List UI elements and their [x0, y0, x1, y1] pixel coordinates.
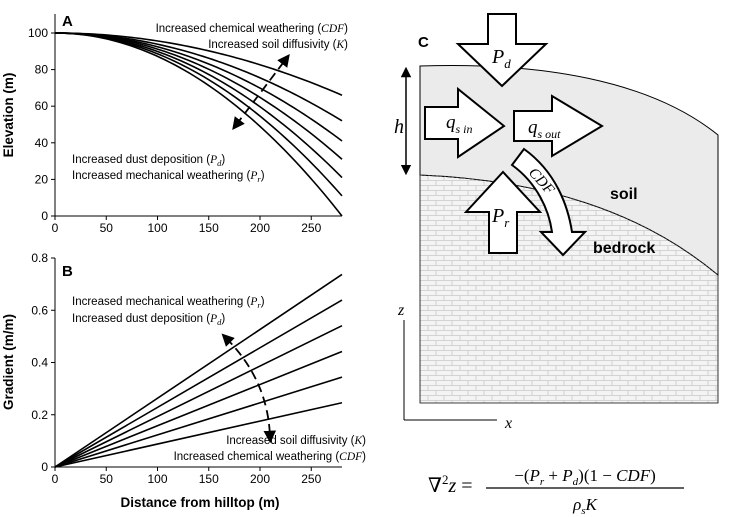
- panel-b-ytick-label: 0.6: [31, 303, 48, 317]
- panel-b-gradient-line: [54, 324, 343, 468]
- mechanical-weathering-symbol: Pr: [491, 205, 510, 230]
- panel-a-ytick-label: 100: [28, 26, 48, 40]
- panel-a-xtick-label: 250: [301, 221, 321, 235]
- panel-b-gradient-line: [54, 376, 343, 468]
- panel-b-xtick-label: 50: [100, 472, 114, 486]
- panel-a-annot-chem: Increased chemical weathering (CDF): [156, 23, 349, 35]
- panel-a-label: A: [62, 13, 73, 30]
- panel-a-curves: [54, 32, 343, 217]
- panel-b-lines: [54, 273, 343, 468]
- panel-b-xtick-label: 200: [250, 472, 270, 486]
- panel-b-gradient-line: [54, 401, 343, 468]
- panel-a: 0 50 100 150 200 250 0 20 40 60 80 100 A Elevation …: [1, 13, 348, 235]
- panel-b-ytick-label: 0.8: [31, 251, 48, 265]
- panel-b-annot-chem: Increased chemical weathering (CDF): [174, 451, 367, 463]
- panel-b-xtick-label: 150: [199, 472, 219, 486]
- panel-b-xtick-label: 250: [301, 472, 321, 486]
- panel-a-annot-mech: Increased mechanical weathering (Pr): [72, 170, 265, 184]
- panel-b-ytick-label: 0: [41, 460, 48, 474]
- sediment-flux-in-symbol: qs in: [446, 112, 473, 136]
- panel-a-ytick-label: 0: [41, 209, 48, 223]
- panel-c-z-label: z: [397, 302, 405, 319]
- panel-c-label: C: [418, 34, 429, 51]
- panel-b-gradient-line: [54, 350, 343, 468]
- sediment-flux-out-symbol: qs out: [528, 117, 561, 141]
- panel-a-ytick-label: 60: [35, 99, 49, 113]
- panel-b-ytick-label: 0.4: [31, 356, 48, 370]
- soil-thickness-symbol: h: [394, 116, 404, 138]
- equation-lhs: ∇2z =: [428, 472, 473, 497]
- dust-deposition-arrow: [455, 13, 549, 88]
- panel-a-ytick-label: 40: [35, 136, 49, 150]
- panel-a-ticks: 0 50 100 150 200 250 0 20 40 60 80 100: [28, 26, 322, 235]
- panel-b-annot-mech: Increased mechanical weathering (Pr): [72, 296, 265, 310]
- panel-b-xtick-label: 0: [52, 472, 59, 486]
- panel-a-ytick-label: 80: [35, 63, 49, 77]
- panel-a-xtick-label: 200: [250, 221, 270, 235]
- panel-b-xtick-label: 100: [147, 472, 167, 486]
- panel-a-ytick-label: 20: [35, 172, 49, 186]
- panel-b: 0 50 100 150 200 250 0 0.2 0.4 0.6 0.8 B Gradient …: [1, 251, 366, 510]
- panel-c: C h Pd qs in qs out Pr CDF soil bedrock …: [394, 13, 719, 432]
- panel-a-profile-line: [54, 32, 343, 217]
- panel-a-xtick-label: 100: [147, 221, 167, 235]
- panel-a-annot-dust: Increased dust deposition (Pd): [72, 154, 225, 168]
- equation-numerator: −(Pr + Pd)(1 − CDF): [514, 466, 656, 488]
- sediment-flux-out-arrow: [513, 94, 604, 158]
- panel-a-ylabel: Elevation (m): [1, 73, 16, 158]
- panel-a-xtick-label: 150: [199, 221, 219, 235]
- panel-b-gradient-line: [54, 273, 343, 468]
- panel-b-ylabel: Gradient (m/m): [1, 314, 16, 410]
- panel-b-trend-arrow: [221, 333, 277, 444]
- equation-denominator: ρsK: [572, 495, 598, 517]
- panel-b-annot-dust: Increased dust deposition (Pd): [72, 313, 225, 327]
- dust-deposition-symbol: Pd: [491, 46, 511, 71]
- panel-b-ytick-label: 0.2: [31, 408, 48, 422]
- panel-b-gradient-line: [54, 299, 343, 468]
- panel-c-x-label: x: [504, 415, 512, 432]
- panel-a-trend-arrow: [232, 53, 290, 131]
- chemical-weathering-arrow: [510, 147, 588, 257]
- sediment-flux-in-arrow: [424, 86, 506, 159]
- mechanical-weathering-arrow: [463, 170, 543, 254]
- panel-a-xtick-label: 50: [100, 221, 114, 235]
- panel-a-annot-diff: Increased soil diffusivity (K): [208, 39, 348, 51]
- soil-label: soil: [610, 186, 638, 203]
- panel-a-xtick-label: 0: [52, 221, 59, 235]
- panel-b-annot-diff: Increased soil diffusivity (K): [226, 435, 366, 447]
- panel-b-label: B: [62, 263, 73, 280]
- bedrock-label: bedrock: [593, 240, 655, 257]
- panel-b-xlabel: Distance from hilltop (m): [120, 495, 279, 510]
- equation: ∇2z = −(Pr + Pd)(1 − CDF) ρsK: [428, 466, 684, 517]
- panel-b-ticks: 0 50 100 150 200 250 0 0.2 0.4 0.6 0.8: [31, 251, 321, 486]
- soil-bedrock-boundary: [419, 174, 719, 276]
